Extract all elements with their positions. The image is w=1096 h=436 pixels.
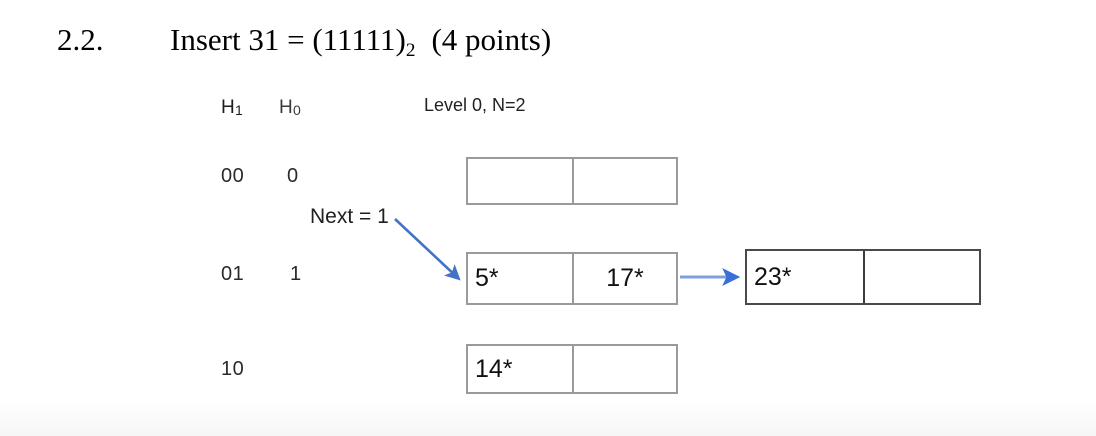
bucket-row-0-slot-1[interactable] bbox=[572, 159, 676, 203]
bucket-row-0-slot-0[interactable] bbox=[468, 159, 572, 203]
overflow-chain-arrow-icon bbox=[680, 268, 741, 286]
page-bottom-fade bbox=[0, 402, 1096, 436]
bucket-row-1[interactable]: 5* 17* bbox=[466, 252, 678, 305]
overflow-bucket-row-1-slot-0[interactable]: 23* bbox=[754, 262, 792, 291]
question-text-suffix: (4 points) bbox=[431, 22, 552, 57]
row-0-h0-bits: 0 bbox=[287, 165, 299, 187]
row-2-h1-bits: 10 bbox=[221, 358, 245, 380]
next-pointer-arrow-icon bbox=[394, 218, 461, 281]
question-number: 2.2. bbox=[57, 22, 104, 57]
bucket-row-2-slot-0[interactable]: 14* bbox=[475, 354, 513, 383]
bucket-row-0[interactable] bbox=[466, 157, 678, 205]
column-header-h0-base: H bbox=[279, 97, 294, 118]
column-header-h1-sub: 1 bbox=[235, 101, 244, 118]
bucket-row-2[interactable]: 14* bbox=[466, 344, 678, 394]
column-header-h0: H0 bbox=[279, 97, 301, 119]
overflow-bucket-row-1-slot-1[interactable] bbox=[863, 251, 979, 303]
level-label: Level 0, N=2 bbox=[424, 95, 526, 115]
page-title: 2.2. Insert 31 = (11111)2 (4 points) bbox=[0, 22, 1096, 68]
row-1-h1-bits: 01 bbox=[221, 263, 245, 285]
next-pointer-label: Next = 1 bbox=[310, 205, 389, 228]
column-header-h0-sub: 0 bbox=[293, 101, 302, 118]
bucket-row-1-slot-0[interactable]: 5* bbox=[475, 264, 499, 292]
question-text-prefix: Insert 31 = (11111) bbox=[170, 22, 406, 57]
question-text-subscript: 2 bbox=[405, 40, 416, 62]
question-text: Insert 31 = (11111)2 (4 points) bbox=[170, 22, 552, 62]
row-0-h1-bits: 00 bbox=[221, 165, 245, 187]
column-header-h1: H1 bbox=[221, 97, 243, 119]
overflow-bucket-row-1[interactable]: 23* bbox=[745, 249, 981, 305]
bucket-row-1-slot-1[interactable]: 17* bbox=[572, 254, 676, 303]
column-header-h1-base: H bbox=[221, 97, 236, 118]
row-1-h0-bits: 1 bbox=[290, 263, 302, 285]
bucket-row-2-slot-1[interactable] bbox=[572, 346, 676, 392]
